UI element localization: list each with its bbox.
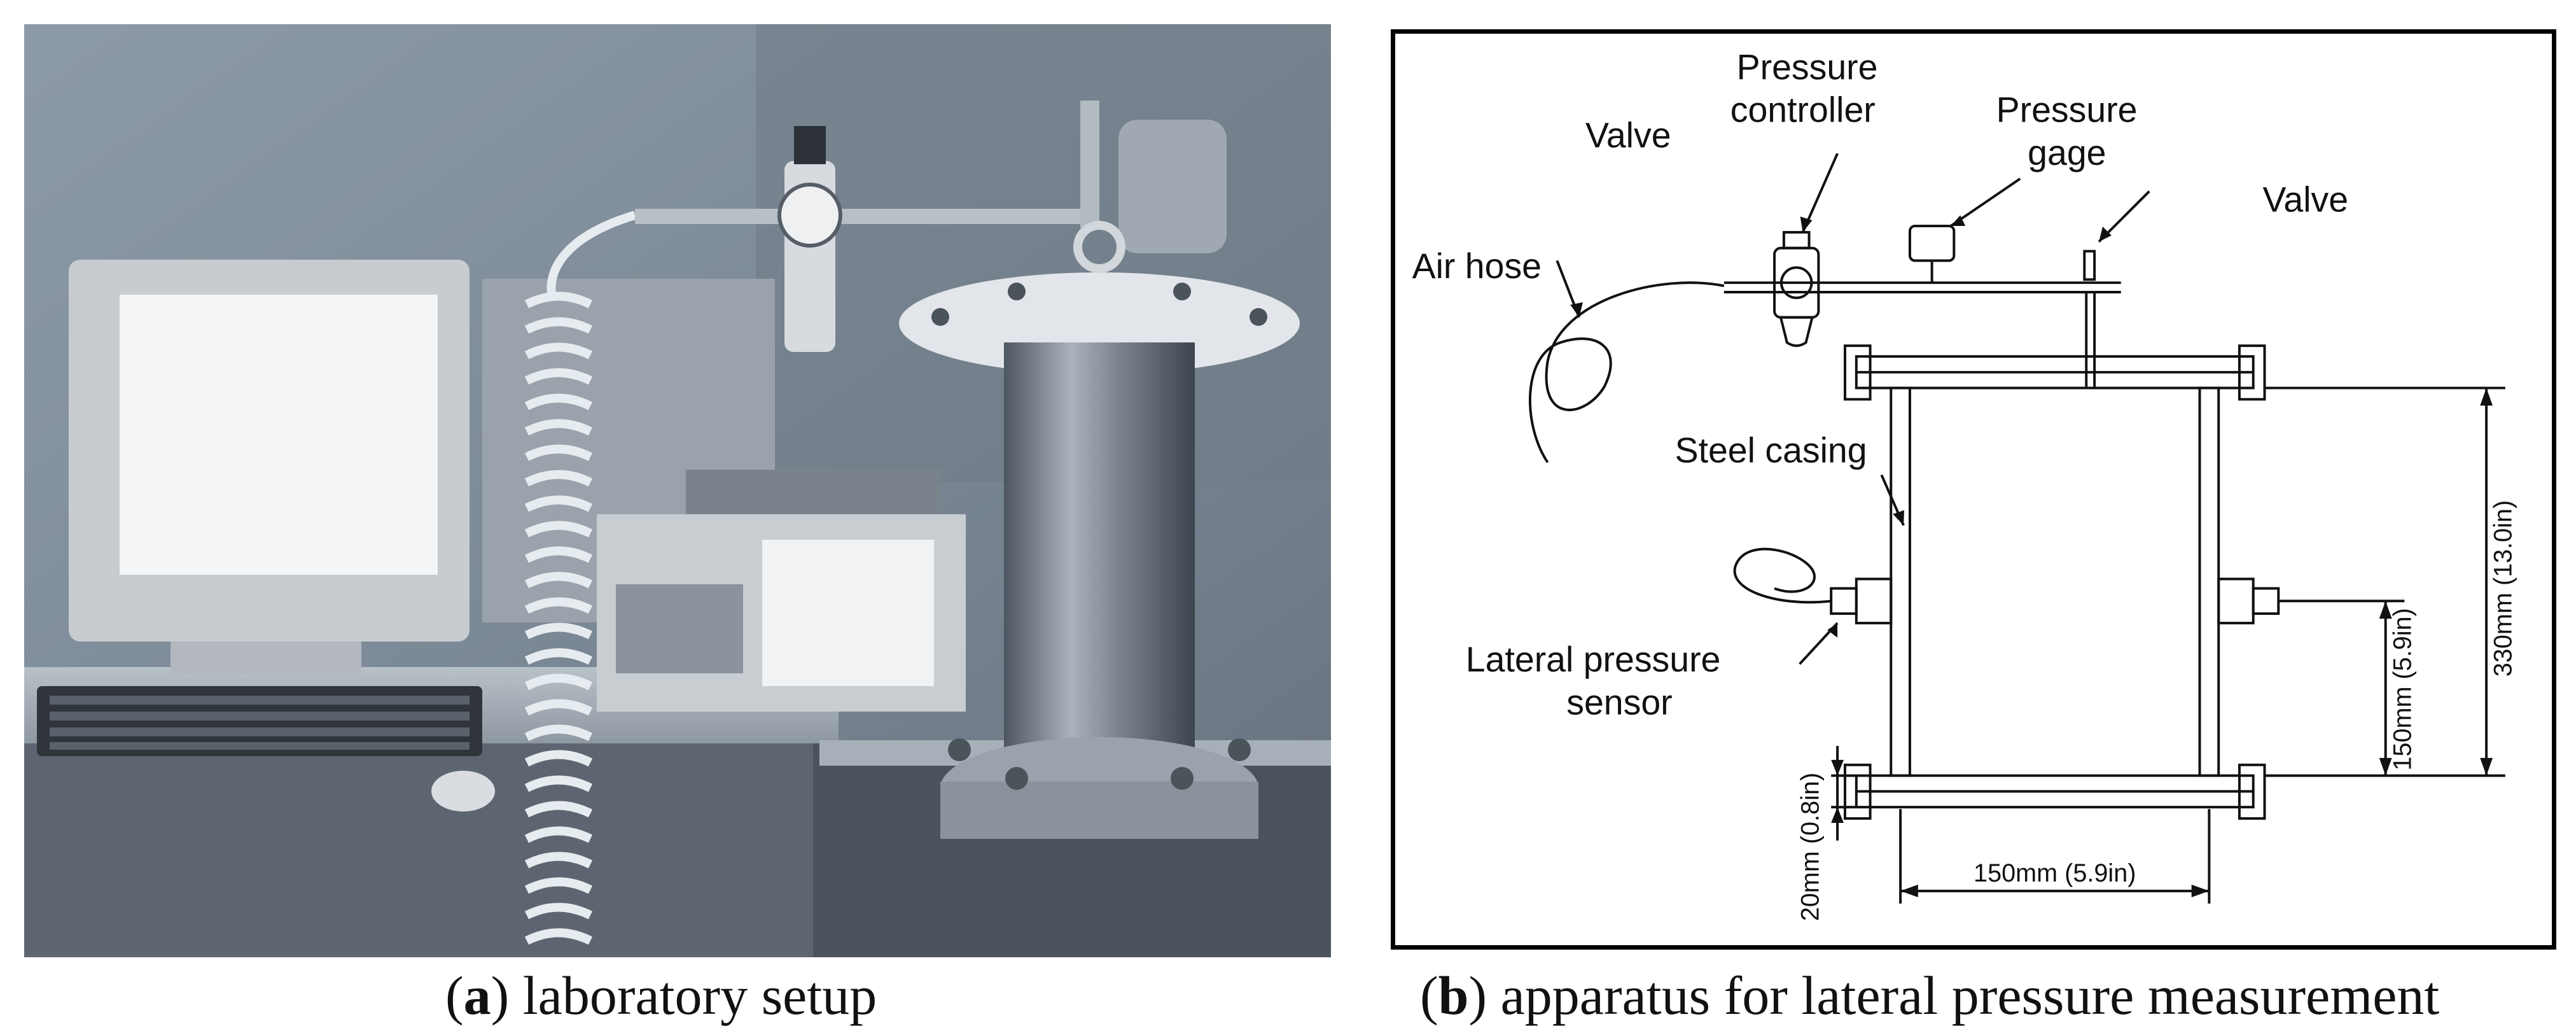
caption-b-text: apparatus for lateral pressure measureme… bbox=[1500, 965, 2440, 1026]
flange-bolts bbox=[931, 283, 1267, 790]
bottom-base bbox=[940, 782, 1258, 839]
top-bolt-right bbox=[2238, 344, 2266, 401]
casing-wall-left bbox=[1890, 386, 1911, 777]
controller-bowl bbox=[1779, 316, 1814, 348]
apparatus-diagram: Pressure controller Valve Pressure gage … bbox=[1391, 29, 2556, 950]
laboratory-setup-photo bbox=[24, 24, 1331, 957]
top-valve bbox=[1080, 101, 1099, 228]
air-pipe bbox=[635, 209, 1093, 224]
logger-screen bbox=[762, 540, 934, 686]
label-pressure-gage-2: gage bbox=[2028, 133, 2106, 172]
bottom-bolt-right bbox=[2238, 763, 2266, 820]
lateral-sensor-right bbox=[2217, 577, 2255, 624]
terminal-strip bbox=[686, 470, 940, 514]
eye-bolt bbox=[1073, 221, 1125, 273]
lateral-sensor-left-tip bbox=[1830, 587, 1858, 615]
logger-panel bbox=[616, 584, 743, 673]
sensor-cable bbox=[1733, 547, 1832, 604]
label-steel-casing: Steel casing bbox=[1675, 430, 1867, 470]
caption-a-text: laboratory setup bbox=[522, 965, 877, 1026]
label-lateral-sensor-2: sensor bbox=[1566, 683, 1672, 722]
regulator-knob bbox=[794, 126, 826, 164]
air-hose bbox=[1528, 281, 1725, 463]
mouse bbox=[431, 771, 495, 812]
lateral-sensor-right-tip bbox=[2252, 587, 2280, 615]
controller-gauge-icon bbox=[1779, 266, 1813, 299]
label-pressure-controller-2: controller bbox=[1730, 90, 1876, 130]
casing-wall-right bbox=[2198, 386, 2220, 777]
leader-gage bbox=[1950, 178, 2021, 227]
caption-a: (a) laboratory setup bbox=[445, 965, 877, 1026]
monitor-base bbox=[171, 642, 361, 673]
lateral-sensor-left bbox=[1855, 577, 1893, 624]
pressure-gage bbox=[1908, 225, 1956, 262]
label-lateral-sensor-1: Lateral pressure bbox=[1466, 640, 1721, 679]
steel-cylinder bbox=[1004, 342, 1195, 801]
dim-label-150mm-width: 150mm (5.9in) bbox=[1974, 859, 2136, 887]
label-valve-left: Valve bbox=[1585, 115, 1671, 155]
label-pressure-gage-1: Pressure bbox=[1996, 90, 2138, 130]
coiled-air-hose bbox=[524, 211, 637, 945]
desk-front bbox=[24, 743, 839, 957]
label-pressure-controller-1: Pressure bbox=[1737, 47, 1878, 87]
top-flange bbox=[899, 272, 1300, 374]
keyboard-keys bbox=[50, 696, 470, 750]
controller-knob bbox=[1782, 230, 1811, 249]
arrowheads bbox=[1570, 215, 2493, 897]
dim-label-330mm: 330mm (13.0in) bbox=[2489, 500, 2517, 677]
caption-a-letter: a bbox=[463, 965, 491, 1026]
valve-right-body bbox=[2083, 249, 2096, 281]
dim-label-20mm: 20mm (0.8in) bbox=[1796, 773, 1824, 921]
caption-b-letter: b bbox=[1438, 965, 1469, 1026]
bottom-bolt-left bbox=[1843, 763, 1872, 820]
label-valve-right: Valve bbox=[2263, 179, 2349, 219]
junction-box bbox=[1118, 120, 1227, 253]
regulator-gauge bbox=[777, 183, 842, 248]
crt-screen bbox=[120, 295, 438, 575]
dim-label-150mm-height: 150mm (5.9in) bbox=[2388, 608, 2416, 770]
label-air-hose: Air hose bbox=[1412, 246, 1542, 286]
top-bolt-left bbox=[1843, 344, 1872, 401]
caption-b: (b) apparatus for lateral pressure measu… bbox=[1420, 965, 2440, 1026]
